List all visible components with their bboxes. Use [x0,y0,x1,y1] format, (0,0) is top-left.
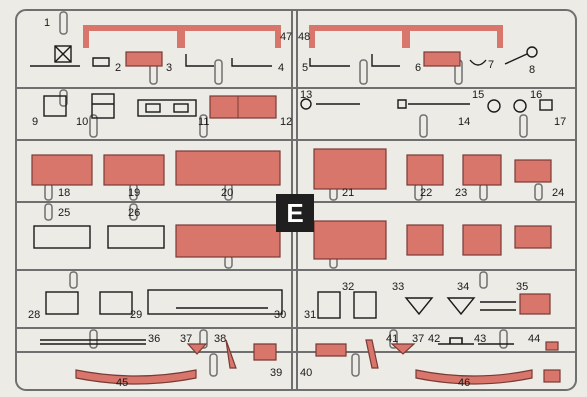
part-number: 33 [392,281,405,293]
part-number: 40 [300,367,313,379]
part-number: 21 [342,187,355,199]
part-number: 25 [58,207,71,219]
sprue-letter-label: E [276,194,314,232]
part-number: 44 [528,333,541,345]
part-number: 7 [488,59,495,71]
part-number: 14 [458,116,471,128]
part-number: 41 [386,333,399,345]
part-number: 22 [420,187,433,199]
part-number: 10 [76,116,89,128]
part-number: 6 [415,62,422,74]
part-number: 37 [180,333,193,345]
part-number: 12 [280,116,293,128]
part-number: 2 [115,62,122,74]
part-number: 11 [198,116,210,128]
part-number: 3 [166,62,173,74]
part-number: 45 [116,377,129,389]
part-number: 8 [529,64,536,76]
part-number: 38 [214,333,227,345]
part-number: 34 [457,281,470,293]
part-number: 39 [270,367,283,379]
part-number: 46 [458,377,471,389]
part-number: 16 [530,89,543,101]
part-number: 47 [280,31,293,43]
part-number: 36 [148,333,161,345]
part-number: 35 [516,281,529,293]
part-number: 42 [428,333,441,345]
part-number: 28 [28,309,41,321]
part-number: 31 [304,309,317,321]
part-number: 37 [412,333,425,345]
part-number: 1 [44,17,51,29]
part-number: 13 [300,89,313,101]
part-number: 15 [472,89,485,101]
part-number: 4 [278,62,285,74]
part-number: 5 [302,62,309,74]
part-number: 19 [128,187,141,199]
part-number: 20 [221,187,234,199]
part-number: 17 [554,116,567,128]
part-number: 26 [128,207,141,219]
part-number: 32 [342,281,355,293]
part-number: 24 [552,187,565,199]
part-number: 43 [474,333,487,345]
part-number: 23 [455,187,468,199]
part-number: 18 [58,187,71,199]
part-number: 30 [274,309,287,321]
part-number: 29 [130,309,143,321]
part-number: 48 [298,31,311,43]
part-number: 9 [32,116,39,128]
